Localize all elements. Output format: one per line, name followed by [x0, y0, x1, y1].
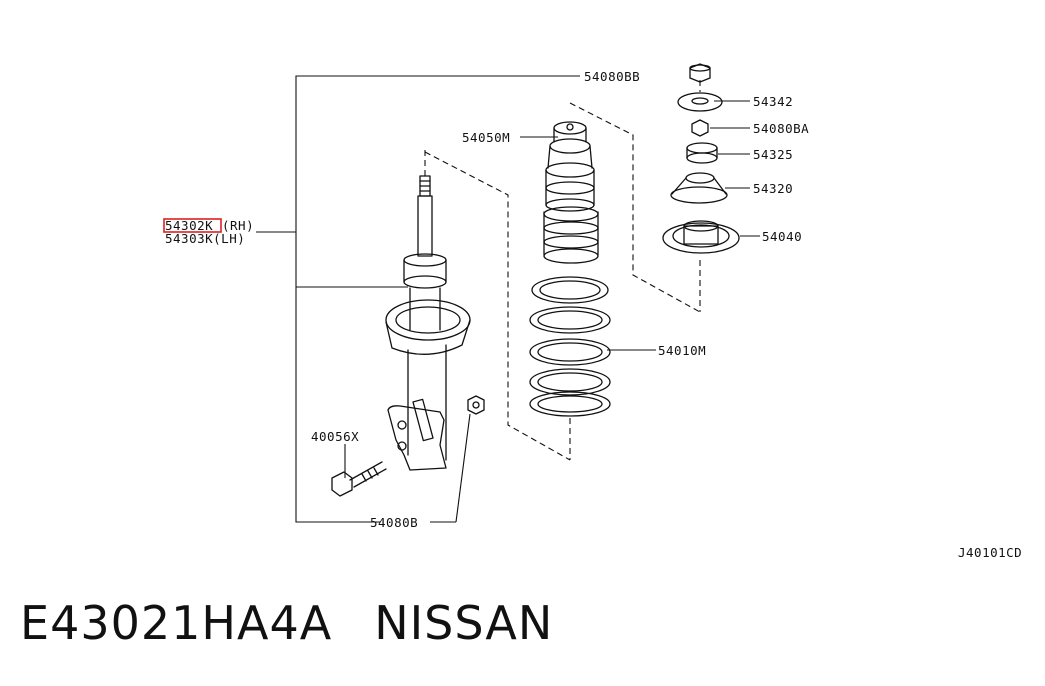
label-54080BB: 54080BB [584, 69, 640, 84]
caption: E43021HA4A NISSAN [20, 596, 553, 650]
washer-54342 [677, 92, 723, 112]
top-mount-parts [662, 63, 740, 254]
label-54320: 54320 [753, 181, 793, 196]
highlight-box [163, 218, 222, 233]
nut-54080B [467, 395, 485, 415]
label-54050M: 54050M [462, 130, 510, 145]
label-54303K: 54303K(LH) [165, 231, 245, 246]
dashed-assembly-guides [424, 80, 701, 461]
nut-54080BB [689, 63, 711, 83]
mount-54320 [670, 172, 728, 204]
label-54080B: 54080B [370, 515, 418, 530]
nut-54080BA [691, 119, 709, 137]
label-54040: 54040 [762, 229, 802, 244]
caption-part-number: E43021HA4A [20, 596, 333, 650]
caption-brand: NISSAN [374, 596, 554, 650]
label-54080BA: 54080BA [753, 121, 809, 136]
label-40056X: 40056X [311, 429, 359, 444]
diagram-code: J40101CD [958, 545, 1022, 560]
leader-lines [256, 75, 760, 523]
strut-assembly [385, 175, 471, 471]
label-54010M: 54010M [658, 343, 706, 358]
label-rh-suffix: (RH) [222, 218, 254, 233]
coil-spring [529, 276, 611, 417]
bushing-54325 [686, 142, 718, 164]
insulator-54040 [662, 220, 740, 254]
label-54342: 54342 [753, 94, 793, 109]
label-54302K: 54302K [165, 218, 213, 233]
bump-stopper [543, 121, 599, 264]
label-54325: 54325 [753, 147, 793, 162]
bolt-40056X [331, 461, 387, 497]
